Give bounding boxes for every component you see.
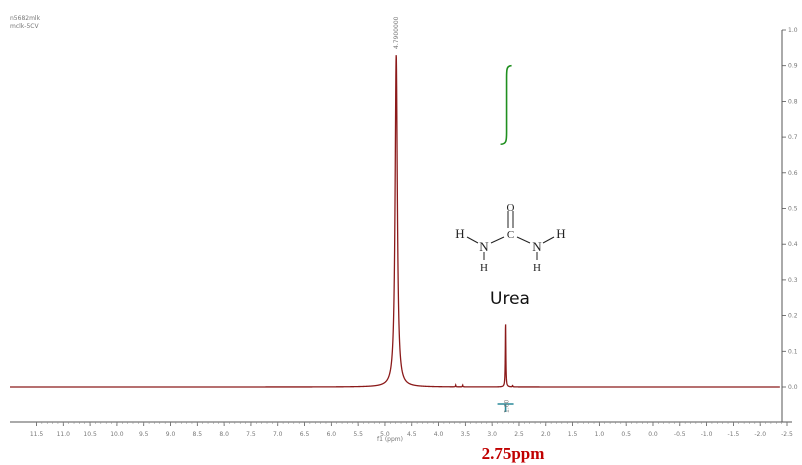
n1-h-bond-left — [466, 236, 479, 244]
x-tick-label: 4.0 — [434, 431, 444, 438]
x-tick-label: 0.0 — [648, 431, 658, 438]
x-tick-label: 11.5 — [30, 431, 44, 438]
y-tick-label: 0.1 — [788, 348, 798, 355]
x-tick-label: 10.5 — [83, 431, 97, 438]
x-tick-label: 10.0 — [110, 431, 124, 438]
atom-hydrogen-right-down: H — [533, 262, 541, 274]
x-tick-label: 5.0 — [380, 431, 390, 438]
y-tick-label: 0.0 — [788, 384, 798, 391]
x-tick-label: 0.5 — [621, 431, 631, 438]
x-axis: 11.5 11.0 10.5 10.0 9.5 9.0 8.5 8.0 7.5 7.0 6.5 6.0… — [10, 421, 793, 438]
spectrum-line — [10, 55, 780, 388]
x-tick-label: 8.5 — [193, 431, 203, 438]
x-tick-label: 1.0 — [595, 431, 605, 438]
x-tick-label: -2.5 — [781, 431, 793, 438]
x-tick-label: 9.5 — [139, 431, 149, 438]
y-tick-label: 0.3 — [788, 277, 798, 284]
c-n2-bond — [516, 236, 531, 244]
y-tick-label: 0.7 — [788, 134, 798, 141]
atom-carbon: C — [507, 229, 514, 241]
sample-solvent: mclk-5CV — [10, 23, 39, 30]
y-tick-label: 0.8 — [788, 98, 798, 105]
x-tick-label: -0.5 — [674, 431, 686, 438]
x-tick-label: 6.0 — [327, 431, 337, 438]
y-tick-label: 0.9 — [788, 63, 798, 70]
y-tick-label: 0.5 — [788, 206, 798, 213]
x-tick-label: 3.5 — [461, 431, 471, 438]
c-n1-bond — [490, 236, 505, 244]
x-tick-label: 9.0 — [166, 431, 176, 438]
atom-nitrogen-left: N — [479, 239, 489, 254]
atom-hydrogen-left: H — [455, 226, 464, 241]
integral-curve — [500, 64, 512, 146]
x-axis-label: f1 (ppm) — [377, 436, 403, 443]
y-tick-label: 0.4 — [788, 241, 798, 248]
x-tick-label: 7.5 — [246, 431, 256, 438]
y-tick-label: 0.2 — [788, 313, 798, 320]
x-tick-label: 11.0 — [57, 431, 71, 438]
atom-oxygen: O — [507, 202, 515, 214]
x-tick-label: 2.5 — [514, 431, 524, 438]
peak-label: 4.7900000 — [393, 16, 400, 49]
integral-bracket-icon — [497, 403, 514, 412]
atom-hydrogen-right: H — [556, 226, 565, 241]
x-tick-label: 3.0 — [487, 431, 497, 438]
atom-hydrogen-left-down: H — [480, 262, 488, 274]
y-axis: 0.0 0.1 0.2 0.3 0.4 0.5 0.6 0.7 0.8 0.9 1.0 — [781, 27, 798, 422]
x-tick-label: -1.5 — [728, 431, 740, 438]
urea-structure: O C N N H H H H Urea — [455, 202, 565, 309]
molecule-name: Urea — [490, 289, 530, 309]
integral-marker: 1.00 — [497, 399, 514, 413]
x-tick-label: -2.0 — [754, 431, 766, 438]
x-tick-label: 8.0 — [219, 431, 229, 438]
x-tick-label: -1.0 — [701, 431, 713, 438]
x-tick-label: 2.0 — [541, 431, 551, 438]
x-tick-label: 1.5 — [568, 431, 578, 438]
y-tick-label: 0.6 — [788, 170, 798, 177]
n2-h-bond-right — [542, 236, 555, 244]
chemical-shift-annotation: 2.75ppm — [482, 444, 545, 463]
x-tick-label: 5.5 — [353, 431, 363, 438]
sample-id: n5682mlk — [10, 15, 41, 22]
atom-nitrogen-right: N — [532, 239, 542, 254]
y-tick-label: 1.0 — [788, 27, 798, 34]
x-tick-label: 7.0 — [273, 431, 283, 438]
x-tick-label: 4.5 — [407, 431, 417, 438]
integral-value: 1.00 — [504, 399, 511, 413]
x-tick-label: 6.5 — [300, 431, 310, 438]
